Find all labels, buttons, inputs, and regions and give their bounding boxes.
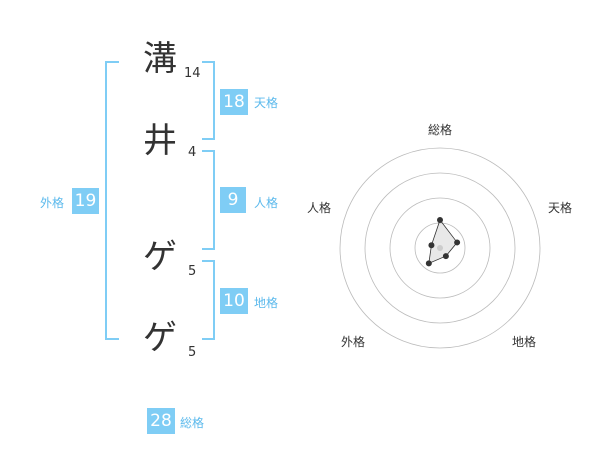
jinkaku-label: 人格 (254, 196, 279, 210)
radar-ring (389, 197, 491, 299)
radar-axis-label-chikaku: 地格 (512, 335, 537, 349)
radar-polygon (428, 219, 458, 265)
tenkaku-label: 天格 (254, 96, 279, 110)
jinkaku-value-badge: 9 (220, 187, 246, 213)
soukaku-label: 総格 (180, 416, 205, 430)
tenkaku-bracket (202, 61, 215, 140)
jinkaku-bracket (202, 150, 215, 250)
chikaku-bracket (202, 260, 215, 340)
radar-axis-label-jinkaku: 人格 (307, 201, 332, 215)
chikaku-value-badge: 10 (220, 288, 248, 314)
stroke-count-1: 14 (184, 66, 201, 81)
radar-axis-label-gaikaku: 外格 (341, 335, 366, 349)
radar-ring (339, 147, 541, 349)
gaikaku-bracket (105, 61, 119, 340)
radar-axis-label-tenkaku: 天格 (548, 201, 573, 215)
radar-ring (364, 172, 516, 324)
radar-center-point (437, 245, 443, 251)
name-char-4: ゲ (143, 318, 177, 358)
radar-point-3 (425, 260, 432, 267)
radar-point-1 (454, 239, 461, 246)
name-char-3: ゲ (143, 237, 177, 277)
stroke-count-3: 5 (188, 264, 197, 279)
soukaku-value-badge: 28 (147, 408, 175, 434)
name-char-1: 溝 (143, 39, 177, 79)
radar-point-2 (442, 253, 449, 260)
radar-axis-label-soukaku: 総格 (428, 123, 453, 137)
gaikaku-value-badge: 19 (72, 188, 99, 214)
stroke-count-4: 5 (188, 345, 197, 360)
radar-point-0 (437, 217, 443, 223)
tenkaku-value-badge: 18 (220, 89, 248, 115)
name-char-2: 井 (143, 121, 177, 161)
radar-point-4 (428, 242, 435, 249)
gaikaku-label: 外格 (40, 196, 65, 210)
stroke-count-2: 4 (188, 145, 197, 160)
chikaku-label: 地格 (254, 296, 279, 310)
